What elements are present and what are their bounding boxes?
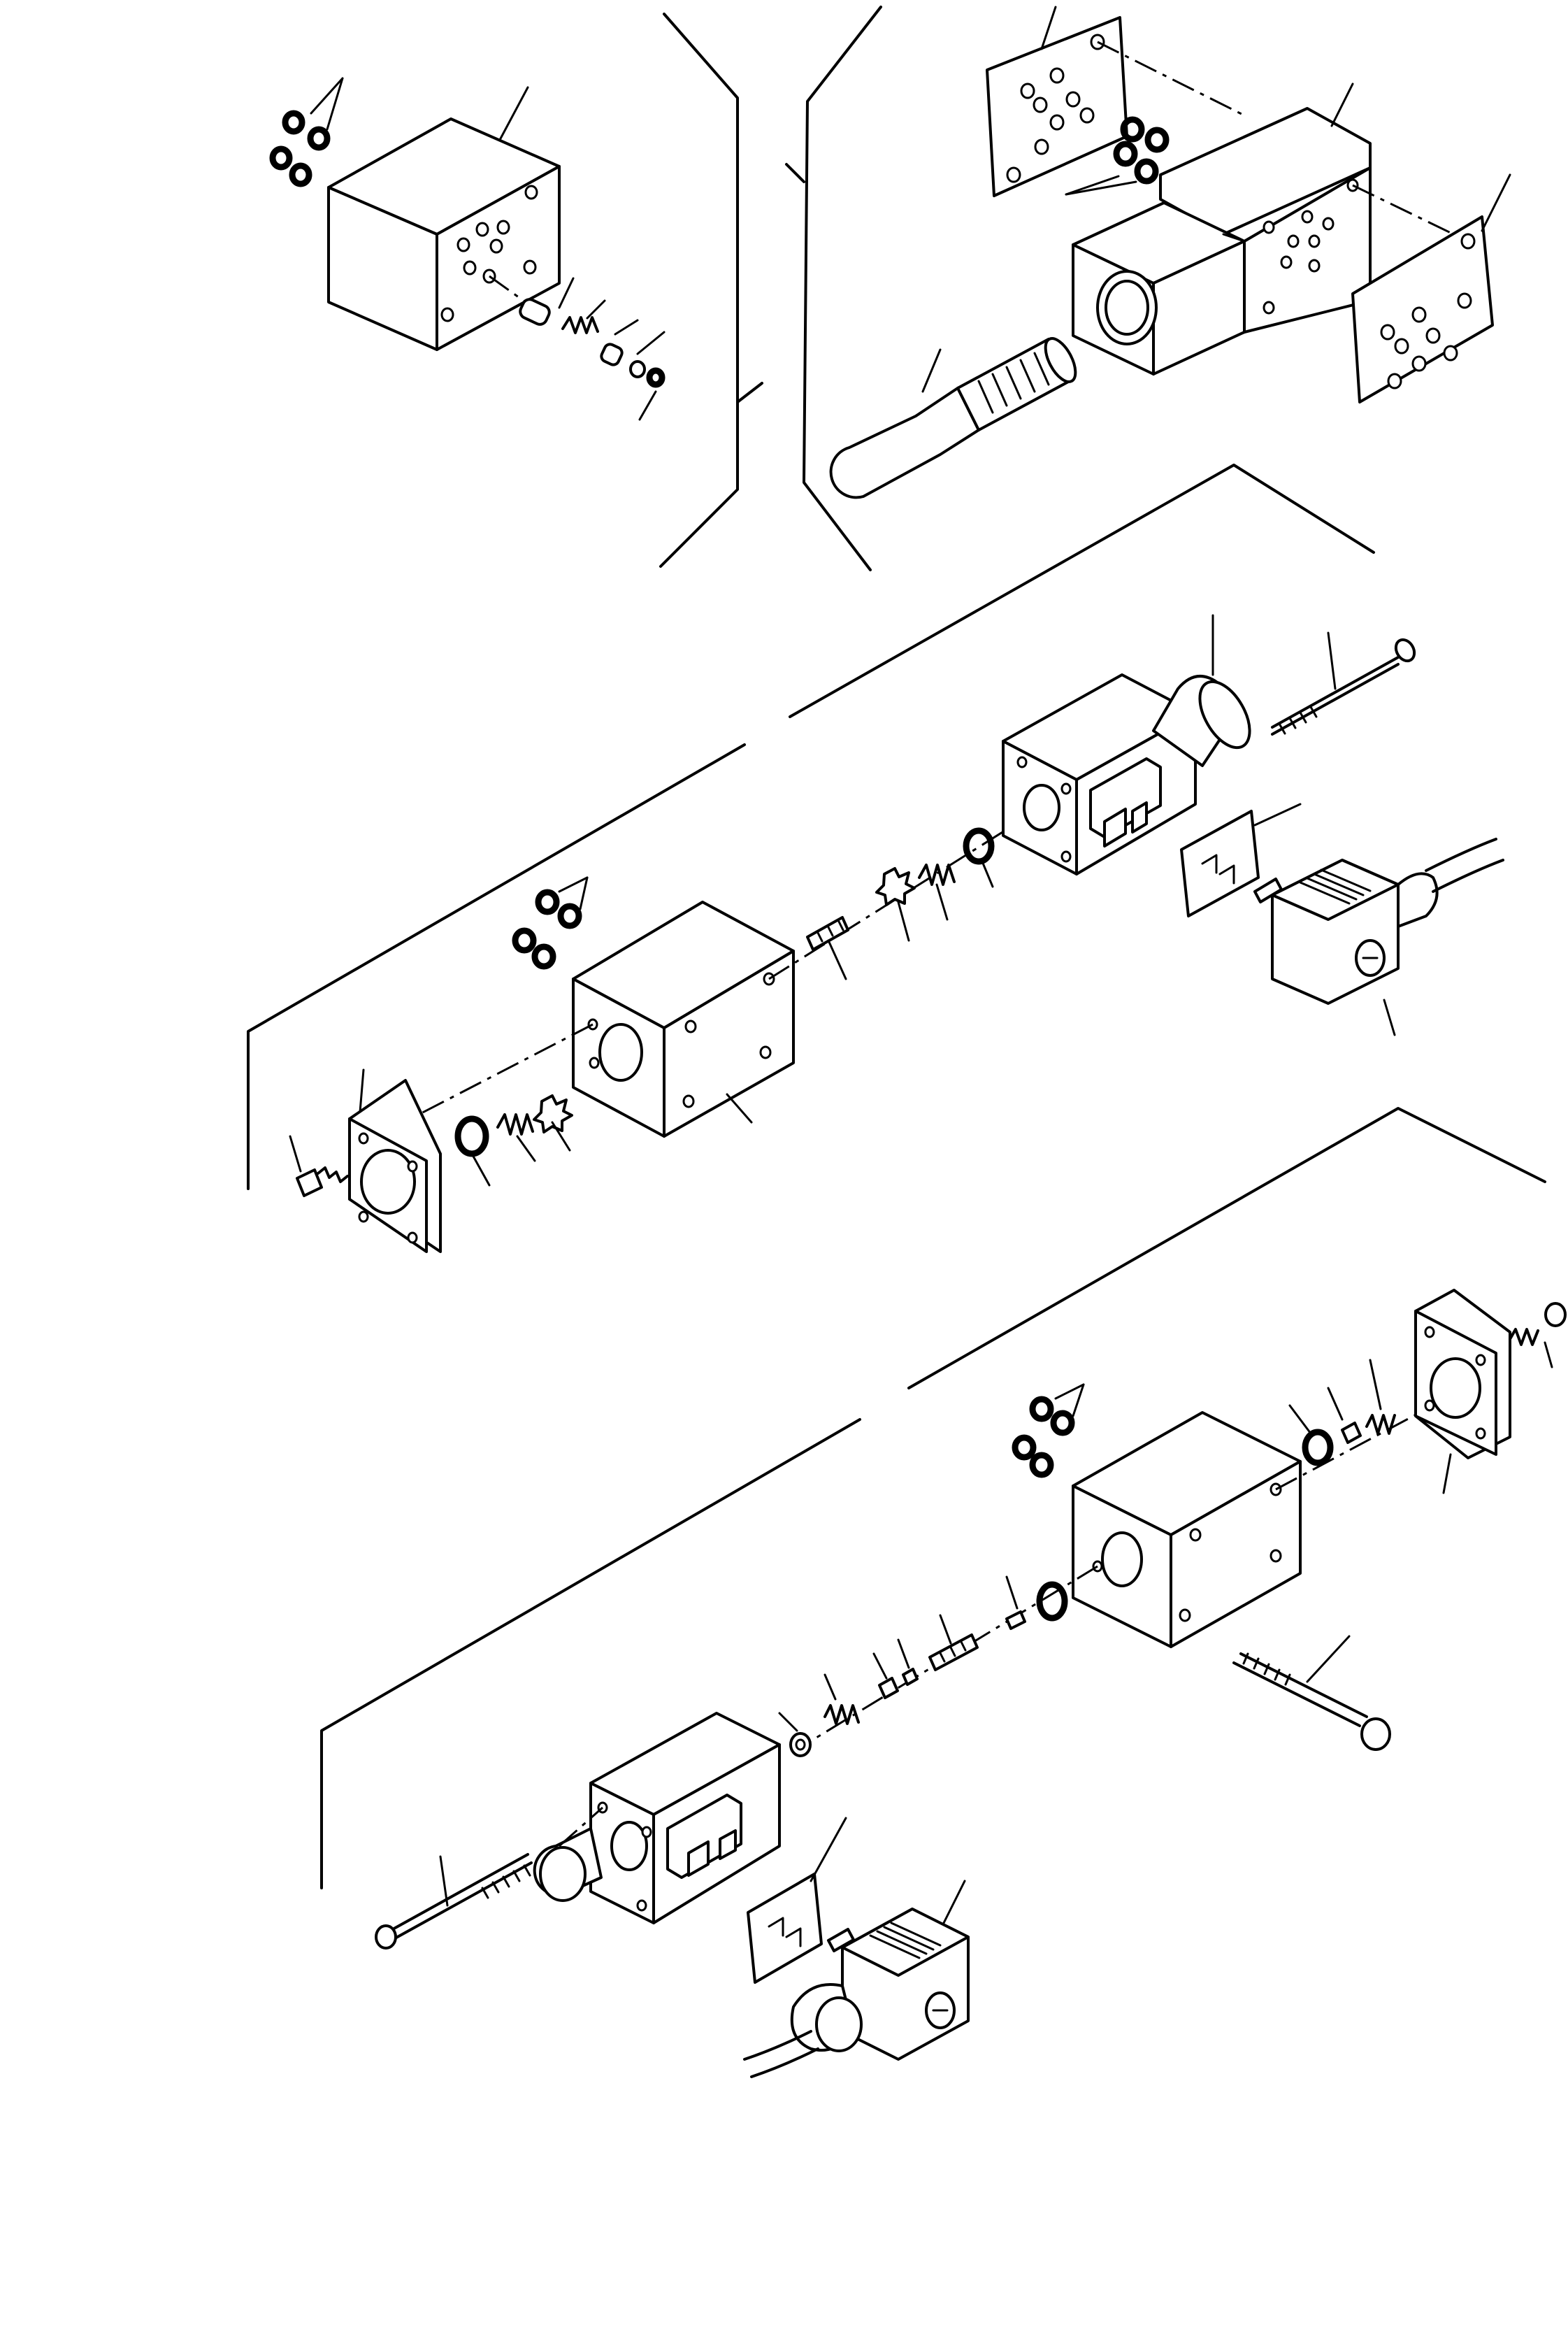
valve-block <box>572 901 795 1138</box>
view-top-right-body <box>785 6 1511 718</box>
left-spool-stack <box>778 1565 1098 1757</box>
solenoid-body <box>533 1712 781 1924</box>
o-ring-set <box>512 876 589 970</box>
cap-screw <box>289 1135 349 1197</box>
plug-connector <box>743 1880 970 2078</box>
view-bottom-solenoid <box>320 1107 1567 2078</box>
o-ring-set <box>1012 1383 1085 1478</box>
right-spool-stack <box>768 824 1014 980</box>
end-cover-plate <box>348 1068 442 1253</box>
view-middle-solenoid <box>247 614 1504 1253</box>
long-bolt-lower <box>1232 1635 1391 1751</box>
plug-connector <box>1253 838 1504 1036</box>
section-border <box>659 13 739 568</box>
valve-block <box>327 86 561 351</box>
connector-gasket <box>1180 803 1302 917</box>
plug-spring-stack <box>489 275 666 421</box>
valve-block <box>1072 1411 1302 1648</box>
section-border <box>247 743 746 1190</box>
long-bolt <box>1271 631 1416 736</box>
view-top-left-block <box>269 13 763 568</box>
section-border <box>803 6 882 571</box>
valve-body <box>1072 83 1372 375</box>
o-ring-set <box>1065 116 1170 196</box>
long-bolt-left <box>375 1806 603 1950</box>
right-spring-stack <box>1275 1359 1434 1491</box>
connector-gasket <box>747 1817 847 1984</box>
end-cover-plate <box>1414 1289 1511 1494</box>
gasket-plate-side <box>1351 173 1511 403</box>
section-border <box>907 1107 1546 1389</box>
port-holes <box>440 185 538 322</box>
gasket-plate-top <box>986 6 1128 197</box>
port-holes <box>1263 178 1359 315</box>
solenoid-body <box>1002 614 1251 875</box>
cartridge-valve <box>829 337 1077 499</box>
left-spring-stack <box>454 1094 573 1187</box>
o-ring-set <box>269 77 344 187</box>
cap-screw <box>1509 1302 1567 1368</box>
